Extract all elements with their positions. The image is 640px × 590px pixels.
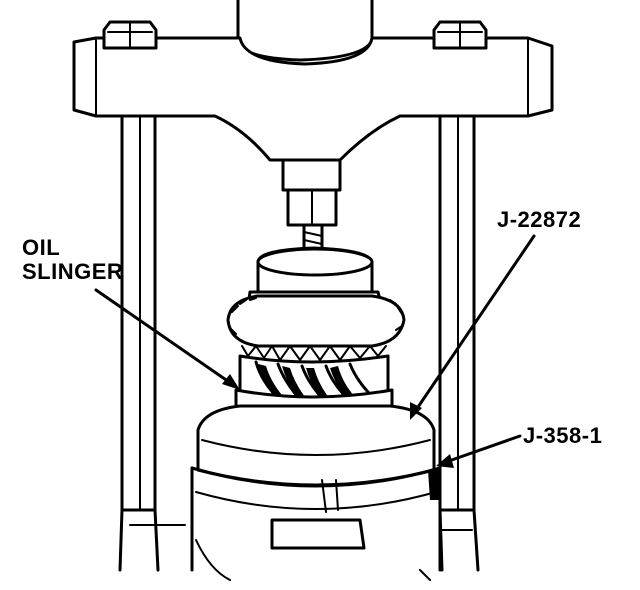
holder-j358-1 [190, 404, 442, 581]
oil-slinger-label-line1: OIL [22, 235, 61, 260]
leader-j358-1 [436, 434, 522, 468]
leader-oil-slinger [94, 288, 240, 390]
j358-1-label: J-358-1 [523, 423, 603, 448]
oil-slinger-label-line2: SLINGER [22, 259, 124, 284]
press-columns [118, 98, 480, 572]
j22872-label: J-22872 [497, 207, 582, 232]
leader-j22872 [410, 234, 536, 420]
press-crosshead [72, 0, 554, 162]
oil-slinger-label: OIL SLINGER [22, 236, 123, 284]
